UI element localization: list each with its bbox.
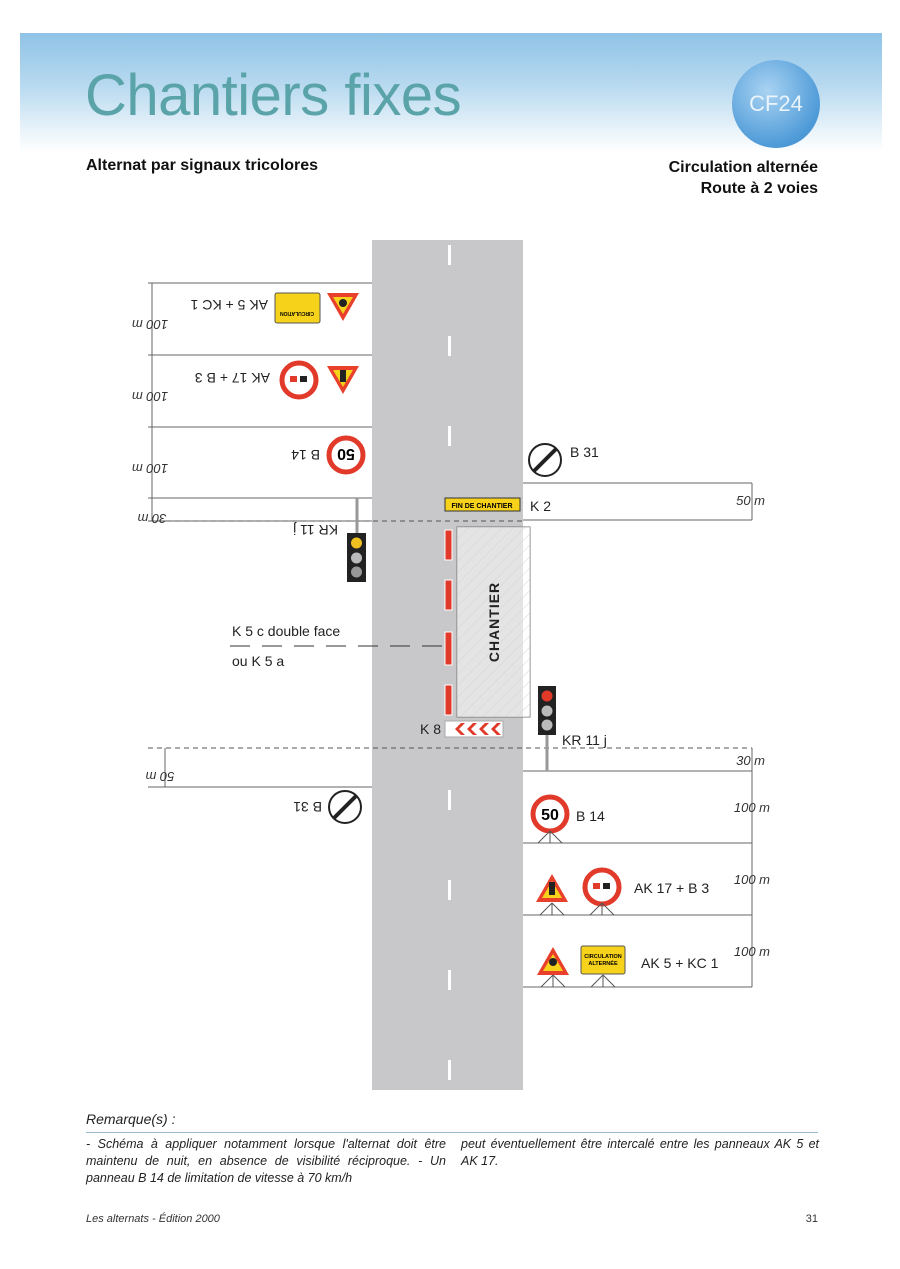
- left-label-kr11j: KR 11 j: [293, 522, 338, 538]
- right-b31-sign: [528, 443, 562, 477]
- right-dim-4: 100 m: [734, 872, 770, 887]
- left-label-b31: B 31: [293, 799, 322, 815]
- right-dim-1: 50 m: [736, 493, 765, 508]
- remarks-col1: - Schéma à appliquer notamment lorsque l…: [86, 1137, 446, 1185]
- left-b3-sign: [279, 360, 319, 400]
- kc1-line2: ALTERNÉE: [588, 959, 618, 967]
- right-ak17-sign: [536, 874, 568, 916]
- kc1-text: CIRCULATION: [280, 310, 314, 316]
- right-label-b14: B 14: [576, 808, 605, 824]
- left-label-ak5-kc1: AK 5 + KC 1: [190, 297, 268, 313]
- right-b14-sign: 50: [530, 794, 570, 844]
- right-label-b31: B 31: [570, 444, 599, 460]
- left-dim-1: 100 m: [132, 317, 168, 332]
- center-line: [448, 245, 451, 1080]
- footer-edition: Les alternats - Édition 2000: [86, 1213, 220, 1225]
- right-label-k2: K 2: [530, 498, 551, 514]
- left-ak17-sign: [327, 366, 359, 394]
- remarks-divider: [86, 1132, 818, 1133]
- right-dimension-lines: [523, 482, 753, 988]
- left-dim-2: 100 m: [132, 389, 168, 404]
- chantier-label: CHANTIER: [486, 582, 502, 662]
- right-dim-5: 100 m: [734, 944, 770, 959]
- left-label-ak17-b3: AK 17 + B 3: [195, 370, 270, 386]
- page-number: 31: [805, 1213, 818, 1225]
- cf-badge: CF24: [732, 60, 820, 148]
- right-dim-2: 30 m: [736, 753, 765, 768]
- label-k5a: ou K 5 a: [232, 653, 284, 669]
- label-k8: K 8: [420, 721, 441, 737]
- subtitle-right-line1: Circulation alternée: [668, 159, 818, 176]
- right-ak5-sign: [537, 947, 569, 988]
- page-title: Chantiers fixes: [85, 63, 462, 128]
- left-label-b14: B 14: [291, 447, 320, 463]
- right-traffic-light: [538, 686, 556, 735]
- right-label-ak5-kc1: AK 5 + KC 1: [641, 955, 719, 971]
- k8-chevron-panel: [444, 720, 504, 738]
- fin-de-chantier-text: FIN DE CHANTIER: [451, 503, 512, 510]
- b14-value: 50: [541, 807, 559, 824]
- kc1-line1: CIRCULATION: [584, 954, 622, 960]
- left-b31-sign: [328, 790, 362, 824]
- b14-value: 50: [337, 445, 355, 462]
- left-traffic-light: [347, 533, 366, 582]
- right-label-kr11j: KR 11 j: [562, 732, 607, 748]
- remarks-title: Remarque(s) :: [86, 1111, 176, 1127]
- left-b14-sign: 50: [326, 435, 366, 475]
- k5c-beacons: [444, 529, 453, 716]
- subtitle-left: Alternat par signaux tricolores: [86, 157, 319, 174]
- right-kc1-sign: CIRCULATION ALTERNÉE: [580, 945, 626, 988]
- subtitle-right: Circulation alternée Route à 2 voies: [669, 157, 818, 199]
- right-b3-sign: [582, 867, 622, 916]
- fin-de-chantier-panel: FIN DE CHANTIER: [444, 497, 521, 512]
- right-dim-3: 100 m: [734, 800, 770, 815]
- subtitle-right-line2: Route à 2 voies: [700, 180, 818, 197]
- label-k5c: K 5 c double face: [232, 623, 340, 639]
- right-label-ak17-b3: AK 17 + B 3: [634, 880, 709, 896]
- left-ak5-sign: [327, 293, 359, 321]
- left-dim-5: 50 m: [145, 769, 174, 784]
- remarks-col2: peut éventuellement être intercalé entre…: [461, 1137, 819, 1168]
- left-dim-4: 30 m: [137, 511, 166, 526]
- left-kc1-sign: CIRCULATION: [274, 292, 321, 324]
- left-dim-3: 100 m: [132, 461, 168, 476]
